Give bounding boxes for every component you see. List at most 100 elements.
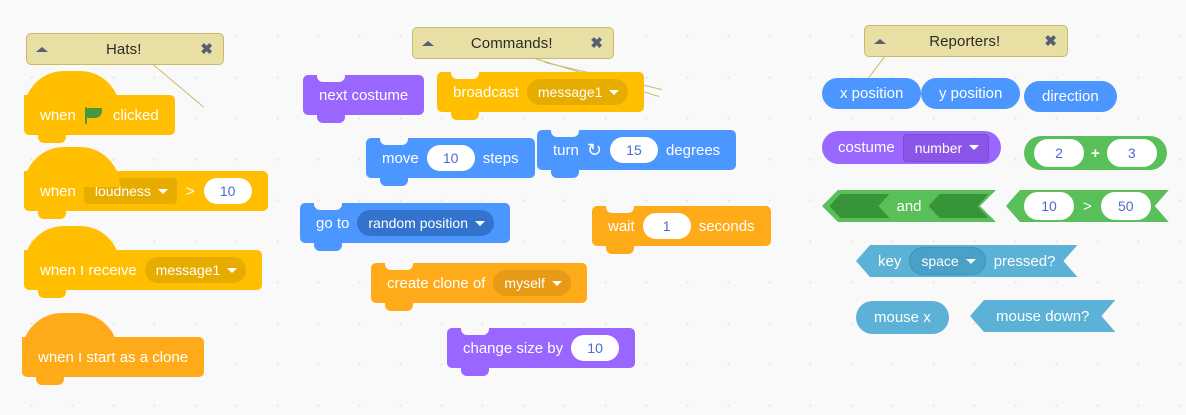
block-y-position[interactable]: y position	[921, 78, 1021, 109]
addend-left-input[interactable]: 2	[1034, 139, 1084, 167]
hat-cap	[24, 226, 120, 266]
comment-title: Commands!	[470, 34, 553, 52]
operator-symbol: >	[1083, 197, 1092, 215]
dropdown-value: myself	[504, 275, 545, 291]
label-x-position: x position	[840, 85, 904, 102]
seconds-input[interactable]: 1	[642, 213, 691, 239]
label-broadcast: broadcast	[453, 83, 519, 101]
top-notch	[314, 203, 342, 210]
label-move: move	[382, 149, 419, 167]
and-left-slot[interactable]	[829, 194, 889, 218]
message-dropdown[interactable]: message1	[144, 257, 247, 283]
block-create-clone-of[interactable]: create clone of myself	[371, 263, 587, 311]
label-and: and	[896, 197, 922, 215]
gt-right-input[interactable]: 50	[1101, 192, 1151, 220]
block-when-loudness-greater-than[interactable]: when loudness > 10	[24, 147, 268, 219]
hat-cap	[24, 147, 120, 187]
block-mouse-x[interactable]: mouse x	[856, 301, 949, 334]
block-turn-degrees[interactable]: turn ↻ 15 degrees	[537, 130, 737, 178]
go-to-target-dropdown[interactable]: random position	[357, 210, 494, 236]
label-pressed: pressed?	[993, 252, 1056, 270]
block-when-green-flag-clicked[interactable]: when clicked	[24, 71, 175, 143]
dropdown-value: loudness	[94, 183, 151, 199]
hat-cap	[24, 71, 120, 111]
label-key: key	[878, 252, 902, 270]
label-y-position: y position	[939, 85, 1003, 102]
dropdown-value: message1	[155, 262, 221, 278]
clone-target-dropdown[interactable]: myself	[493, 270, 571, 296]
comparison-operator: >	[185, 182, 195, 200]
chevron-down-icon	[966, 259, 976, 264]
label-degrees: degrees	[665, 141, 721, 159]
collapse-arrow-icon[interactable]	[873, 34, 887, 48]
label-costume: costume	[838, 139, 895, 156]
chevron-down-icon	[157, 188, 168, 194]
size-delta-input[interactable]: 10	[571, 335, 620, 361]
hat-cap	[22, 313, 118, 353]
label-seconds: seconds	[698, 217, 755, 235]
block-when-i-start-as-a-clone[interactable]: when I start as a clone	[22, 313, 205, 385]
comment-reporters[interactable]: Reporters! ✖	[864, 25, 1068, 57]
and-right-slot[interactable]	[929, 194, 989, 218]
collapse-arrow-icon[interactable]	[421, 36, 435, 50]
gt-left-input[interactable]: 10	[1024, 192, 1074, 220]
block-move-steps[interactable]: move 10 steps	[366, 138, 535, 186]
collapse-arrow-icon[interactable]	[35, 42, 49, 56]
block-broadcast[interactable]: broadcast message1	[437, 72, 645, 120]
chevron-down-icon	[551, 280, 562, 286]
close-icon[interactable]: ✖	[200, 40, 213, 58]
label-next-costume: next costume	[319, 86, 409, 104]
block-key-pressed[interactable]: key space pressed?	[856, 245, 1077, 277]
label-create-clone-of: create clone of	[387, 274, 486, 292]
label-mouse-x: mouse x	[874, 309, 931, 326]
block-addition-operator[interactable]: 2 + 3	[1024, 136, 1167, 170]
broadcast-message-dropdown[interactable]: message1	[526, 79, 629, 105]
steps-input[interactable]: 10	[426, 145, 475, 171]
label-steps: steps	[482, 149, 519, 167]
block-costume[interactable]: costume number	[822, 131, 1002, 164]
top-notch	[317, 75, 345, 82]
operator-symbol: +	[1091, 144, 1100, 162]
comment-commands[interactable]: Commands! ✖	[412, 27, 614, 59]
close-icon[interactable]: ✖	[590, 34, 603, 52]
block-direction[interactable]: direction	[1024, 81, 1117, 112]
chevron-down-icon	[227, 267, 238, 273]
costume-attribute-dropdown[interactable]: number	[902, 133, 990, 162]
loudness-threshold-input[interactable]: 10	[203, 178, 252, 204]
top-notch	[551, 130, 579, 137]
chevron-down-icon	[609, 89, 620, 95]
comment-title: Hats!	[105, 40, 142, 58]
label-change-size-by: change size by	[463, 339, 564, 357]
green-flag-icon	[84, 106, 104, 124]
block-wait-seconds[interactable]: wait 1 seconds	[592, 206, 771, 254]
key-dropdown[interactable]: space	[909, 247, 985, 275]
block-go-to[interactable]: go to random position	[300, 203, 510, 251]
top-notch	[606, 206, 634, 213]
block-next-costume[interactable]: next costume	[303, 75, 425, 123]
dropdown-value: number	[914, 139, 963, 156]
addend-right-input[interactable]: 3	[1106, 139, 1157, 167]
dropdown-value: message1	[537, 84, 603, 100]
block-and-operator[interactable]: and	[822, 190, 996, 222]
label-go-to: go to	[316, 214, 350, 232]
chevron-down-icon	[969, 145, 980, 150]
chevron-down-icon	[475, 220, 485, 226]
top-notch	[451, 72, 479, 79]
label-direction: direction	[1042, 88, 1099, 105]
comment-title: Reporters!	[929, 32, 1001, 50]
close-icon[interactable]: ✖	[1044, 32, 1057, 50]
dropdown-value: random position	[368, 215, 468, 231]
block-change-size-by[interactable]: change size by 10	[447, 328, 636, 376]
dropdown-value: space	[921, 253, 959, 269]
label-clicked: clicked	[112, 106, 159, 124]
degrees-input[interactable]: 15	[609, 137, 658, 163]
block-greater-than-operator[interactable]: 10 > 50	[1006, 190, 1169, 222]
block-x-position[interactable]: x position	[822, 78, 922, 109]
label-mouse-down: mouse down?	[996, 307, 1090, 325]
block-when-i-receive[interactable]: when I receive message1	[24, 226, 263, 298]
top-notch	[461, 328, 489, 335]
comment-hats[interactable]: Hats! ✖	[26, 33, 224, 65]
block-mouse-down[interactable]: mouse down?	[970, 300, 1115, 332]
top-notch	[380, 138, 408, 145]
